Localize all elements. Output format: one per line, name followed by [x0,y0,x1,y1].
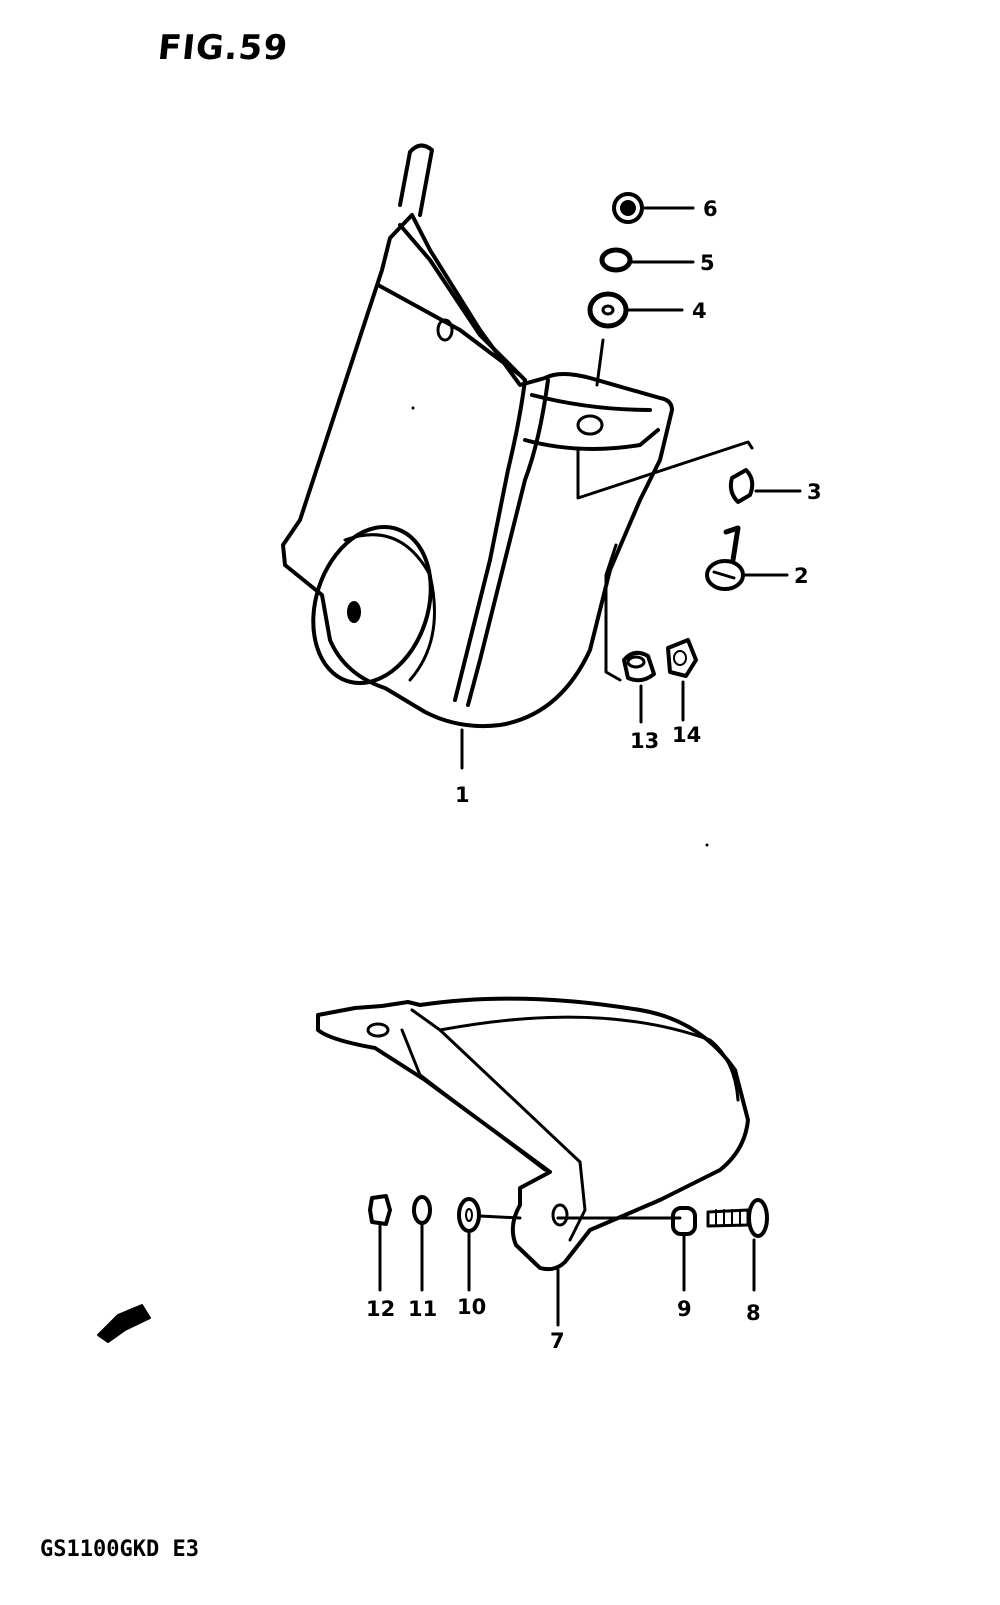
part-13-grommet [622,650,656,724]
callout-14: 14 [672,723,701,747]
callout-13: 13 [630,729,659,753]
part-6-nut [612,192,695,224]
callout-6: 6 [703,197,718,221]
part-11-spring-washer [412,1195,432,1292]
callout-12: 12 [366,1297,395,1321]
callout-5: 5 [700,251,715,275]
callout-1: 1 [455,783,470,807]
callout-7: 7 [550,1329,565,1353]
front-arrow-icon [97,1304,151,1343]
callout-8: 8 [746,1301,761,1325]
callout-11: 11 [408,1297,437,1321]
callout-3: 3 [807,480,822,504]
part-8-bolt [706,1198,769,1292]
part-12-nut [368,1194,392,1292]
part-3-cushion [728,468,802,504]
callout-2: 2 [794,564,809,588]
callout-10: 10 [457,1295,486,1319]
callout-9: 9 [677,1297,692,1321]
part-1-cover [281,143,674,729]
part-9-collar [671,1206,697,1292]
part-4-washer [587,291,684,329]
part-7-bracket [316,996,750,1272]
part-14-nut [666,638,698,722]
part-2-bolt [705,525,789,591]
part-10-washer [457,1197,522,1292]
model-code-label: GS1100GKD E3 [40,1537,199,1562]
callout-4: 4 [692,299,707,323]
part-5-spring-washer [599,247,695,273]
